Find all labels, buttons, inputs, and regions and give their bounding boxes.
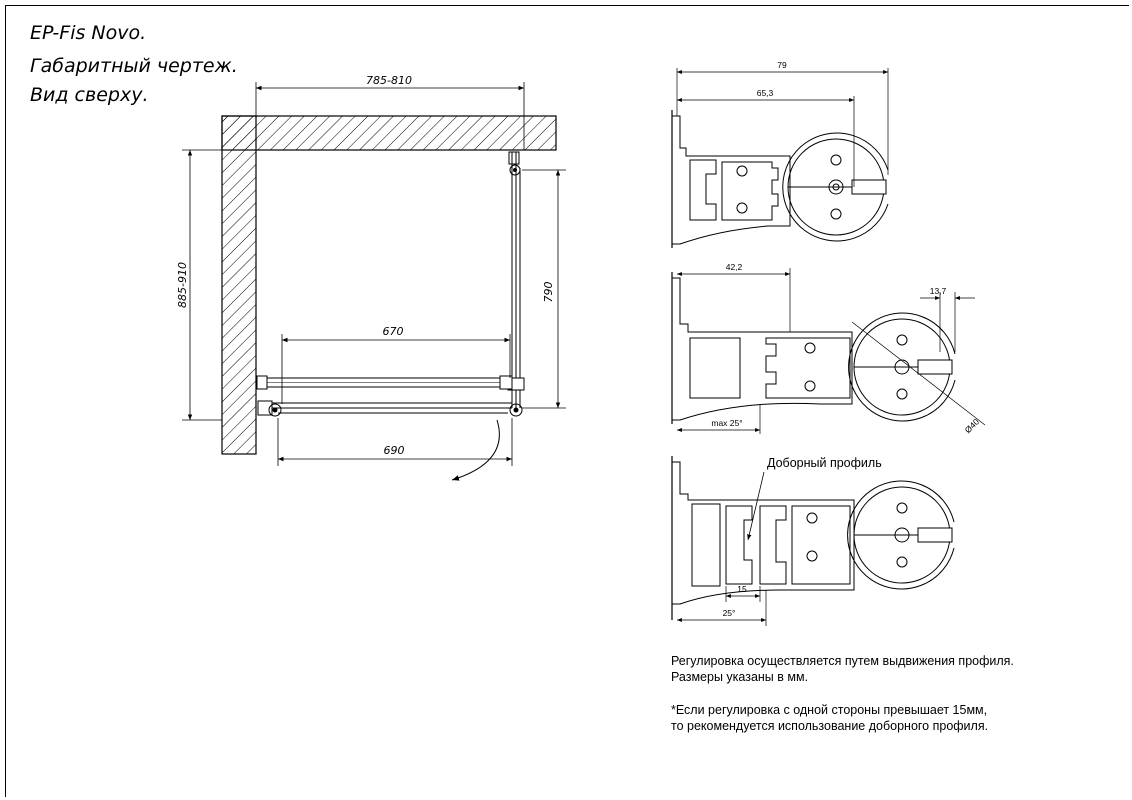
dim-25-angle: 25° — [723, 608, 736, 618]
dim-inner-label: 670 — [383, 325, 404, 338]
plan-dimensions — [182, 82, 566, 466]
dim-width-label: 785-810 — [366, 74, 412, 87]
plan-view: 785-810 885-910 790 670 690 — [176, 74, 566, 481]
dim-depth-label: 885-910 — [176, 262, 189, 308]
dim-15: 15 — [737, 584, 747, 594]
front-door — [256, 375, 513, 481]
dim-opening-label: 690 — [384, 444, 405, 457]
dim-diameter: Ø40 — [963, 416, 982, 435]
dim-13-7: 13,7 — [930, 286, 947, 296]
extension-profile-callout: Доборный профиль — [767, 456, 882, 470]
profile-section-top — [671, 68, 889, 248]
note-units: Размеры указаны в мм. — [671, 670, 809, 684]
dim-65-3: 65,3 — [757, 88, 774, 98]
view-label: Вид сверху. — [30, 84, 149, 106]
dim-42-2: 42,2 — [726, 262, 743, 272]
drawing-subtitle: Габаритный чертеж. — [30, 55, 238, 77]
sheet-frame — [5, 5, 1129, 797]
left-wall — [221, 115, 257, 455]
model-title: EP-Fis Novo. — [30, 22, 147, 44]
note-recommendation: то рекомендуется использование доборного… — [671, 719, 989, 733]
profile-section-middle — [671, 268, 986, 434]
note-adjustment: Регулировка осуществляется путем выдвиже… — [671, 654, 1014, 668]
dim-side-label: 790 — [542, 282, 555, 303]
note-warning: *Если регулировка с одной стороны превыш… — [671, 703, 988, 717]
dim-max-angle: max 25° — [711, 418, 742, 428]
dim-79: 79 — [777, 60, 787, 70]
back-wall — [221, 115, 557, 151]
profile-section-bottom — [671, 456, 955, 626]
